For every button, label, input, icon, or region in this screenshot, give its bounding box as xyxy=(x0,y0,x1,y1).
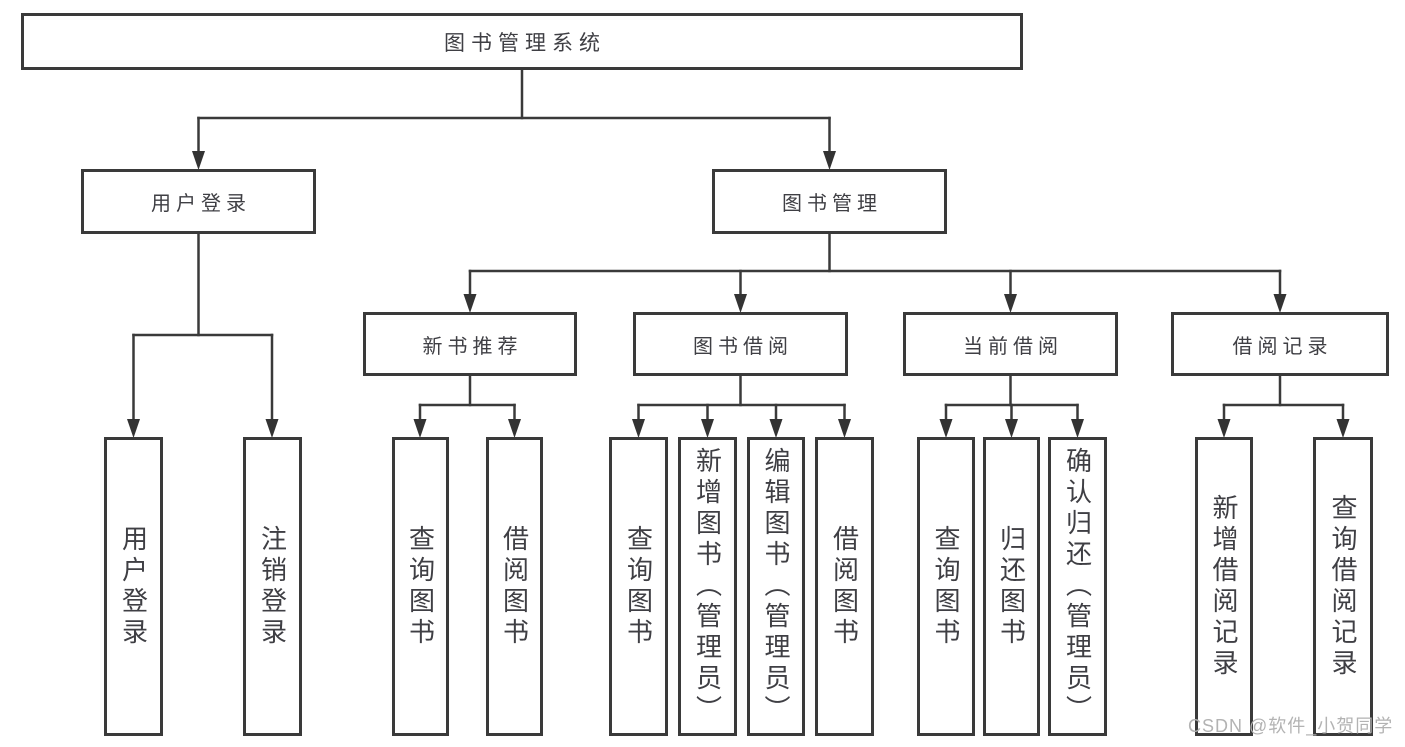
leaf-label: 确认归还（管理员） xyxy=(1062,447,1093,726)
node-book-borrow: 图书借阅 xyxy=(633,312,848,376)
leaf-label: 借阅图书 xyxy=(829,524,860,649)
leaf-confirm-return-admin: 确认归还（管理员） xyxy=(1048,437,1107,736)
leaf-user-login: 用户登录 xyxy=(104,437,163,736)
node-current-borrow: 当前借阅 xyxy=(903,312,1118,376)
leaf-label: 用户登录 xyxy=(118,524,149,649)
leaf-label: 注销登录 xyxy=(257,524,288,649)
csdn-watermark: CSDN @软件_小贺同学 xyxy=(1188,716,1394,736)
leaf-label: 借阅图书 xyxy=(499,524,530,649)
leaf-query-borrow-record: 查询借阅记录 xyxy=(1313,437,1373,736)
node-label: 图书管理系统 xyxy=(444,31,606,55)
leaf-label: 查询借阅记录 xyxy=(1328,493,1358,680)
leaf-edit-books-admin: 编辑图书（管理员） xyxy=(747,437,805,736)
node-library-management-system: 图书管理系统 xyxy=(21,13,1023,70)
node-borrow-records: 借阅记录 xyxy=(1171,312,1389,376)
arrowhead-group xyxy=(127,151,1350,438)
leaf-query-books-borrow: 查询图书 xyxy=(609,437,668,736)
node-new-book-recommend: 新书推荐 xyxy=(363,312,577,376)
leaf-label: 新增图书（管理员） xyxy=(692,447,723,726)
node-label: 当前借阅 xyxy=(963,335,1063,358)
node-label: 图书管理 xyxy=(782,193,882,215)
leaf-return-books: 归还图书 xyxy=(983,437,1040,736)
leaf-query-books-current: 查询图书 xyxy=(917,437,975,736)
leaf-query-books-recommend: 查询图书 xyxy=(392,437,449,736)
leaf-borrow-books-recommend: 借阅图书 xyxy=(486,437,543,736)
node-label: 图书借阅 xyxy=(693,335,793,358)
leaf-label: 编辑图书（管理员） xyxy=(761,447,791,726)
leaf-borrow-books: 借阅图书 xyxy=(815,437,874,736)
node-label: 新书推荐 xyxy=(422,335,523,358)
node-label: 用户登录 xyxy=(151,193,251,215)
leaf-add-books-admin: 新增图书（管理员） xyxy=(678,437,737,736)
leaf-logout: 注销登录 xyxy=(243,437,302,736)
leaf-label: 查询图书 xyxy=(405,524,436,649)
leaf-label: 新增借阅记录 xyxy=(1209,493,1239,680)
leaf-label: 归还图书 xyxy=(996,524,1027,649)
node-user-login: 用户登录 xyxy=(81,169,316,234)
node-label: 借阅记录 xyxy=(1232,335,1333,358)
leaf-label: 查询图书 xyxy=(623,524,654,649)
leaf-add-borrow-record: 新增借阅记录 xyxy=(1195,437,1253,736)
node-book-management: 图书管理 xyxy=(712,169,947,234)
leaf-label: 查询图书 xyxy=(931,524,961,649)
